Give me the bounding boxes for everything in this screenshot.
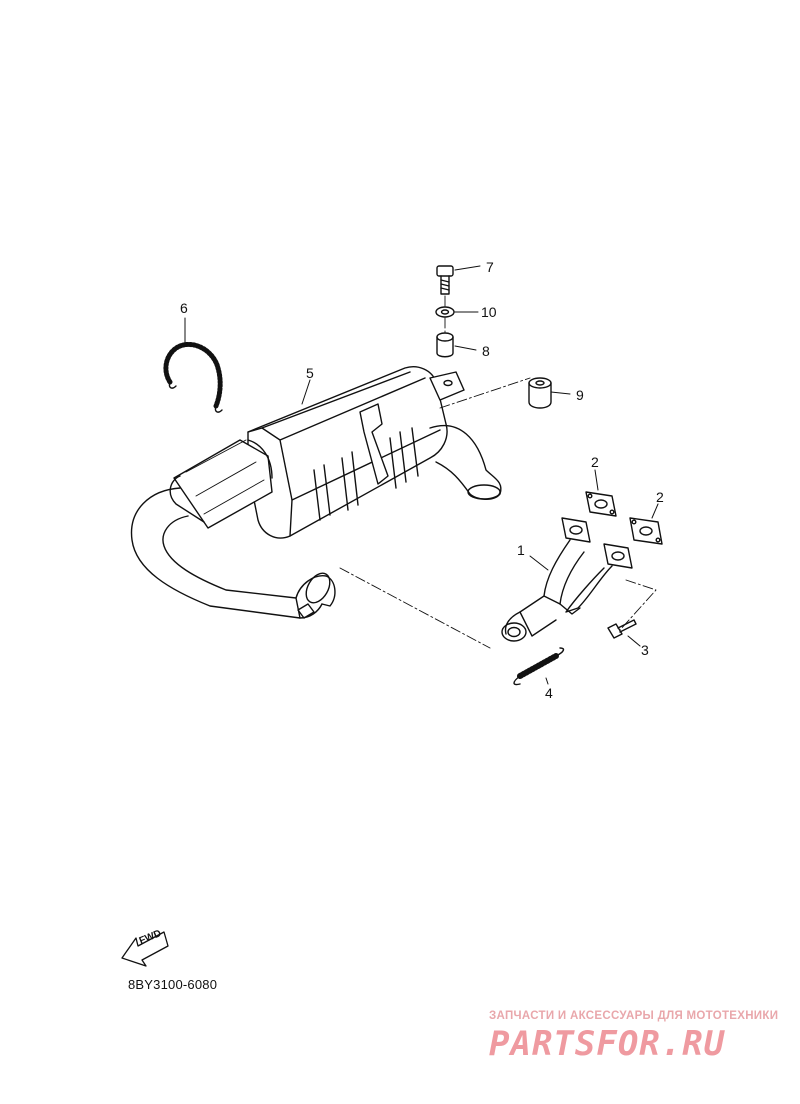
callout-1: 1: [517, 542, 525, 558]
diagram-code: 8BY3100-6080: [128, 977, 218, 992]
leader-lines: [184, 265, 659, 685]
part-7-bolt: [436, 265, 454, 295]
part-3-bolt: [607, 619, 637, 639]
watermark-tagline: ЗАПЧАСТИ И АКСЕССУАРЫ ДЛЯ МОТОТЕХНИКИ: [489, 1010, 779, 1022]
part-4-spring: [513, 647, 565, 686]
watermark-logo: PARTSFOR.RU: [489, 1024, 726, 1064]
callout-3: 3: [641, 642, 649, 658]
part-5-muffler: [130, 366, 502, 619]
fwd-arrow-icon: [121, 931, 169, 967]
part-10-washer: [435, 306, 455, 318]
callout-2-upper: 2: [591, 454, 599, 470]
assembly-lines: [339, 295, 657, 649]
callout-7: 7: [486, 259, 494, 275]
part-2-gasket-upper: [585, 491, 617, 517]
callout-9: 9: [576, 387, 584, 403]
part-6-spring: [163, 342, 223, 413]
callout-2-lower: 2: [656, 489, 664, 505]
part-9-damper: [528, 377, 552, 409]
part-8-collar: [436, 332, 454, 358]
callout-6: 6: [180, 300, 188, 316]
callout-8: 8: [482, 343, 490, 359]
part-1-exhaust-pipe: [501, 517, 633, 642]
callout-5: 5: [306, 365, 314, 381]
callout-10: 10: [481, 304, 497, 320]
part-2-gasket-lower: [629, 517, 663, 545]
callout-4: 4: [545, 685, 553, 701]
